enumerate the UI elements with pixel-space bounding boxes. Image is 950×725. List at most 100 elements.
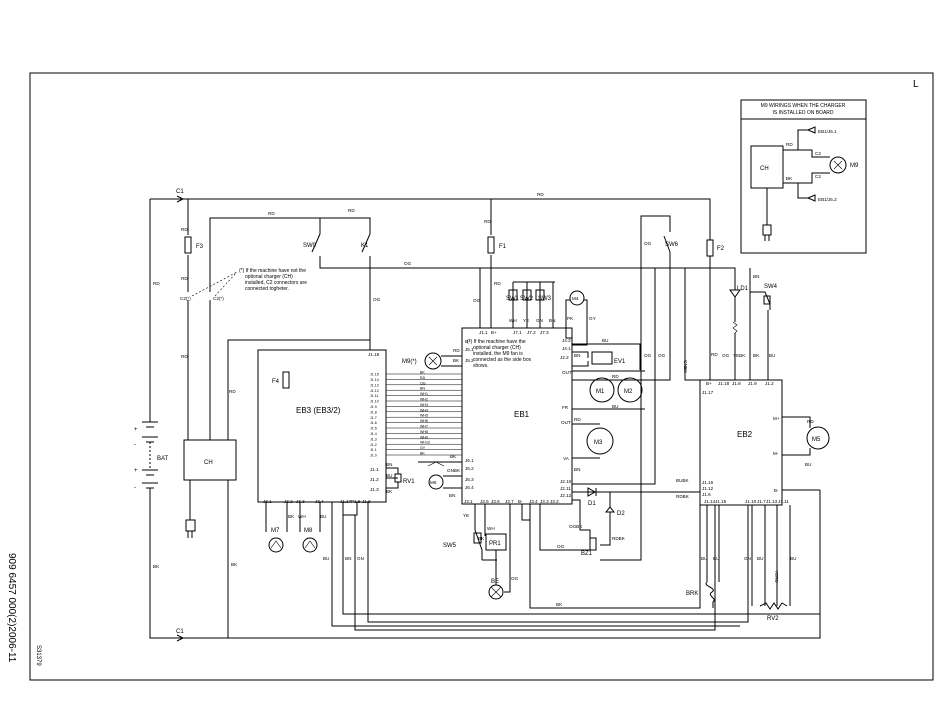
- motor-m4: [569, 290, 585, 306]
- board-eb3: [257, 349, 387, 503]
- eb3-bus-pin: J1.5: [370, 427, 377, 431]
- board-eb1: [461, 327, 573, 505]
- eb3-j3-2: J3.2: [284, 499, 293, 504]
- pump-m8: [302, 537, 318, 553]
- eb3-label: EB3 (EB3/2): [296, 406, 341, 415]
- m1-bu: BU: [612, 404, 618, 409]
- switch-sw2: [522, 289, 532, 301]
- m4-label: M4: [572, 296, 579, 301]
- m9-bk: BK: [453, 358, 460, 363]
- eb1-j2-2: J2.2: [560, 355, 569, 360]
- sw4-label: SW4: [764, 284, 778, 290]
- eb2-j1-13: J1.13: [766, 499, 778, 504]
- d1-label: D1: [588, 501, 596, 507]
- rd-k1: RD: [348, 208, 355, 213]
- pot-rv1: [394, 473, 402, 483]
- eb1-j3-3: J3.3: [540, 499, 549, 504]
- f2-label: F2: [717, 246, 725, 252]
- note-c-4: connected togheter.: [245, 286, 289, 292]
- inset-charger-label: CH: [760, 166, 769, 172]
- rv1-bu: BU: [386, 473, 392, 478]
- sw5-label: SW5: [443, 543, 457, 549]
- bus-wire-color: WH2: [420, 398, 428, 402]
- rv2-yerd: YERD: [774, 570, 779, 583]
- m7-bk: BK: [288, 514, 295, 519]
- note-m9-3: installed, the M9 fan is: [473, 351, 523, 357]
- charger: CH: [183, 439, 237, 538]
- f1-rd2: RD: [494, 281, 501, 286]
- charger-plug: [185, 519, 196, 532]
- bus-wire-color: WH1: [420, 392, 428, 396]
- board-eb2: [699, 379, 783, 506]
- eb2-j1-2: J1.2: [765, 381, 774, 386]
- inset-title-1: M9 WIRINGS WHEN THE CHARGER: [761, 103, 846, 109]
- m5-rd: RD: [807, 419, 814, 424]
- charger-label: CH: [204, 460, 213, 466]
- switch-sw5: [473, 532, 482, 544]
- c1-bottom-label: C1: [176, 629, 184, 635]
- m7-label: M7: [271, 528, 280, 534]
- m9-note: (*) If the machine have the optional cha…: [467, 339, 532, 369]
- sw-bn: BN: [549, 318, 555, 323]
- eb2-label: EB2: [737, 430, 753, 439]
- be-og: OG: [511, 576, 519, 581]
- bus-wire-color: WH8: [420, 430, 428, 434]
- eb3-j1-1: J1.1: [370, 467, 379, 472]
- fan-m9: [424, 352, 442, 370]
- ogbk-wire: OGBK: [569, 524, 583, 529]
- eb1-j3-5: J3.5: [480, 499, 489, 504]
- ev1-label: EV1: [614, 359, 626, 365]
- eb3-bus-pin: J1.13: [370, 383, 379, 387]
- inset-j2: EB1/J5.2: [818, 197, 837, 202]
- eb2-j1-14: J1.14: [704, 499, 716, 504]
- f1-rd: RD: [484, 219, 491, 224]
- fuse-f1: [487, 236, 495, 254]
- eb3-bus-pin: J1.10: [370, 400, 379, 404]
- bk-bottom: BK: [556, 602, 563, 607]
- battery-label: BAT: [157, 456, 169, 462]
- eb1-fr: FR: [562, 405, 569, 410]
- inset-c2a: C2: [815, 151, 821, 156]
- sheet-frame: [29, 72, 934, 681]
- k1-og: OG: [373, 297, 381, 302]
- inset-plug: [762, 224, 772, 236]
- ld1-og: OG: [722, 353, 730, 358]
- eb1-j6-1: J6.1: [465, 458, 474, 463]
- bus-wire-color: WH9: [420, 435, 428, 439]
- ch-bk: BK: [231, 562, 238, 567]
- bz1-label: BZ1: [581, 551, 593, 557]
- rv2-label: RV2: [767, 616, 779, 622]
- bus-wire-color: WH6: [420, 419, 428, 423]
- note-c-3: installed, C2 connectors are: [245, 280, 307, 286]
- bubk-wire: BUBK: [676, 478, 689, 483]
- svg-text:-: -: [134, 442, 136, 448]
- eb3-bus-pin: J1.7: [370, 416, 377, 420]
- rd-sw0: RD: [268, 211, 275, 216]
- eb1-j7-1: J7.1: [513, 330, 522, 335]
- pr1-label: PR1: [489, 541, 501, 547]
- eb3-j3-4: J3.4: [315, 499, 324, 504]
- f2-rd: RD: [711, 352, 718, 357]
- eb3-bus-pin: J1.9: [370, 405, 377, 409]
- eb1-j2-10: J2.10: [560, 479, 572, 484]
- eb3-p1-5: P1.5: [351, 499, 361, 504]
- m9-rd: RD: [453, 348, 460, 353]
- eb2-j1-10: J1.10: [745, 499, 757, 504]
- eb2-j1-6: J1.6: [702, 492, 711, 497]
- eb2-mminus: M-: [773, 451, 779, 456]
- sw2-label: SW2: [520, 296, 534, 302]
- eb1-og: OG: [473, 298, 481, 303]
- charger-note: (*) If the machine have not the optional…: [239, 268, 307, 292]
- battery: + - + - BAT: [134, 415, 169, 495]
- eb2-j1-16: J1.16: [702, 480, 714, 485]
- eb3-bus-pin: J1.8: [370, 410, 377, 414]
- eb3-bus-pin: J1.3: [370, 437, 377, 441]
- eb2-bplus: B+: [706, 381, 712, 386]
- m1-label: M1: [596, 389, 605, 395]
- f3-label: F3: [196, 244, 204, 250]
- eb3-bn: BN: [345, 556, 351, 561]
- eb2-j1-17: J1.17: [702, 390, 714, 395]
- bus-wire-color: BK: [420, 371, 425, 375]
- eb1-bplus2: B+: [465, 339, 471, 344]
- svg-text:+: +: [134, 427, 138, 433]
